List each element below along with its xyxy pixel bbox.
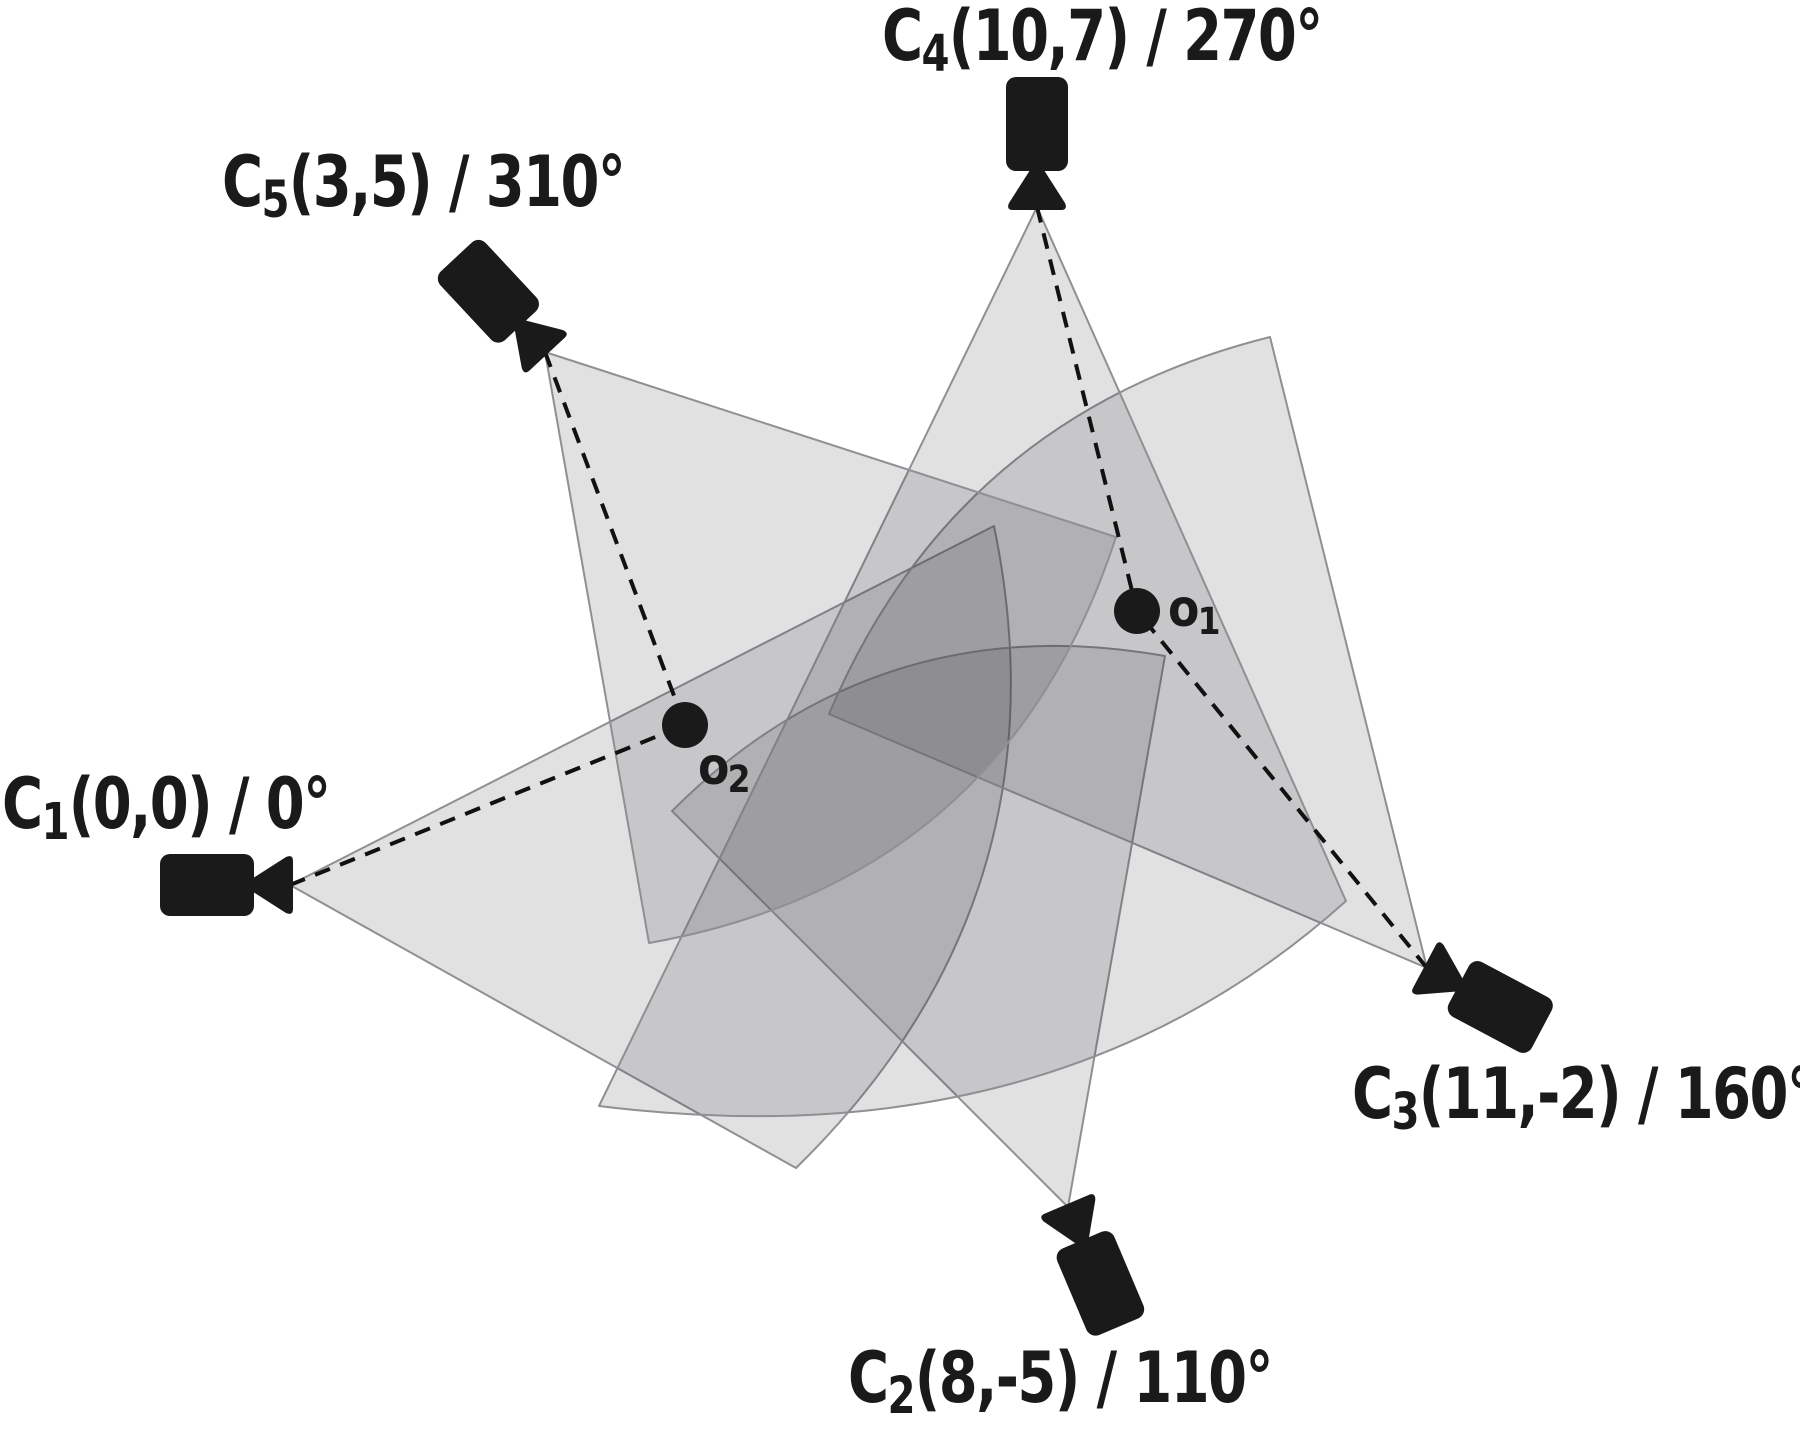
camera-c2-label-prefix: C: [848, 1337, 889, 1419]
camera-c4-label-info: (10,7) / 270°: [948, 0, 1324, 77]
camera-c5-label: C5(3,5) / 310°: [222, 145, 626, 230]
c4-fov-cone: [598, 206, 1347, 1118]
camera-c1-label-prefix: C: [2, 763, 43, 845]
camera-c2-label: C2(8,-5) / 110°: [848, 1341, 1274, 1426]
object-o1-dot: [1114, 588, 1160, 634]
c3-fov-cone: [828, 336, 1428, 969]
object-o1-label-sub: 1: [1197, 599, 1221, 644]
camera-c2-label-info: (8,-5) / 110°: [914, 1337, 1274, 1419]
c1-fov-cone: [289, 525, 1012, 1169]
camera-c1-label: C1(0,0) / 0°: [2, 767, 331, 852]
camera-c4-label-prefix: C: [882, 0, 923, 77]
object-o2-label: o2: [698, 737, 751, 802]
camera-c3-icon: [1409, 939, 1557, 1057]
object-o1-label-prefix: o: [1168, 579, 1199, 639]
camera-c3-label: C3(11,-2) / 160°: [1352, 1057, 1800, 1142]
camera-c3-label-sub: 3: [1391, 1082, 1420, 1142]
fov-cones: [289, 206, 1428, 1208]
camera-c1-icon: [160, 854, 293, 916]
camera-c5-label-sub: 5: [261, 170, 290, 230]
camera-c1-label-sub: 1: [41, 792, 70, 852]
camera-c5-label-prefix: C: [222, 141, 263, 223]
sightlines: [289, 206, 1429, 970]
object-o2-label-sub: 2: [727, 757, 751, 802]
camera-c2-label-sub: 2: [887, 1366, 916, 1426]
camera-c4-label-sub: 4: [921, 24, 950, 84]
sightline-c5-o2: [543, 351, 687, 726]
object-o2-label-prefix: o: [698, 737, 729, 797]
camera-c3-label-prefix: C: [1352, 1053, 1393, 1135]
camera-c1-label-info: (0,0) / 0°: [68, 763, 331, 845]
sightline-c3-o1: [1135, 609, 1429, 970]
object-o2-dot: [662, 702, 708, 748]
c5-fov-cone: [544, 351, 1117, 944]
camera-c3-label-info: (11,-2) / 160°: [1418, 1053, 1800, 1135]
sightline-c4-o1: [1035, 206, 1139, 612]
camera-c5-label-info: (3,5) / 310°: [288, 141, 626, 223]
camera-c2-icon: [1038, 1192, 1148, 1339]
c2-fov-cone: [671, 644, 1166, 1208]
camera-c4-icon: [1006, 77, 1068, 210]
sightline-c1-o2: [289, 723, 686, 887]
object-o1-label: o1: [1168, 579, 1221, 644]
camera-c4-label: C4(10,7) / 270°: [882, 0, 1324, 84]
objects: [662, 588, 1160, 748]
